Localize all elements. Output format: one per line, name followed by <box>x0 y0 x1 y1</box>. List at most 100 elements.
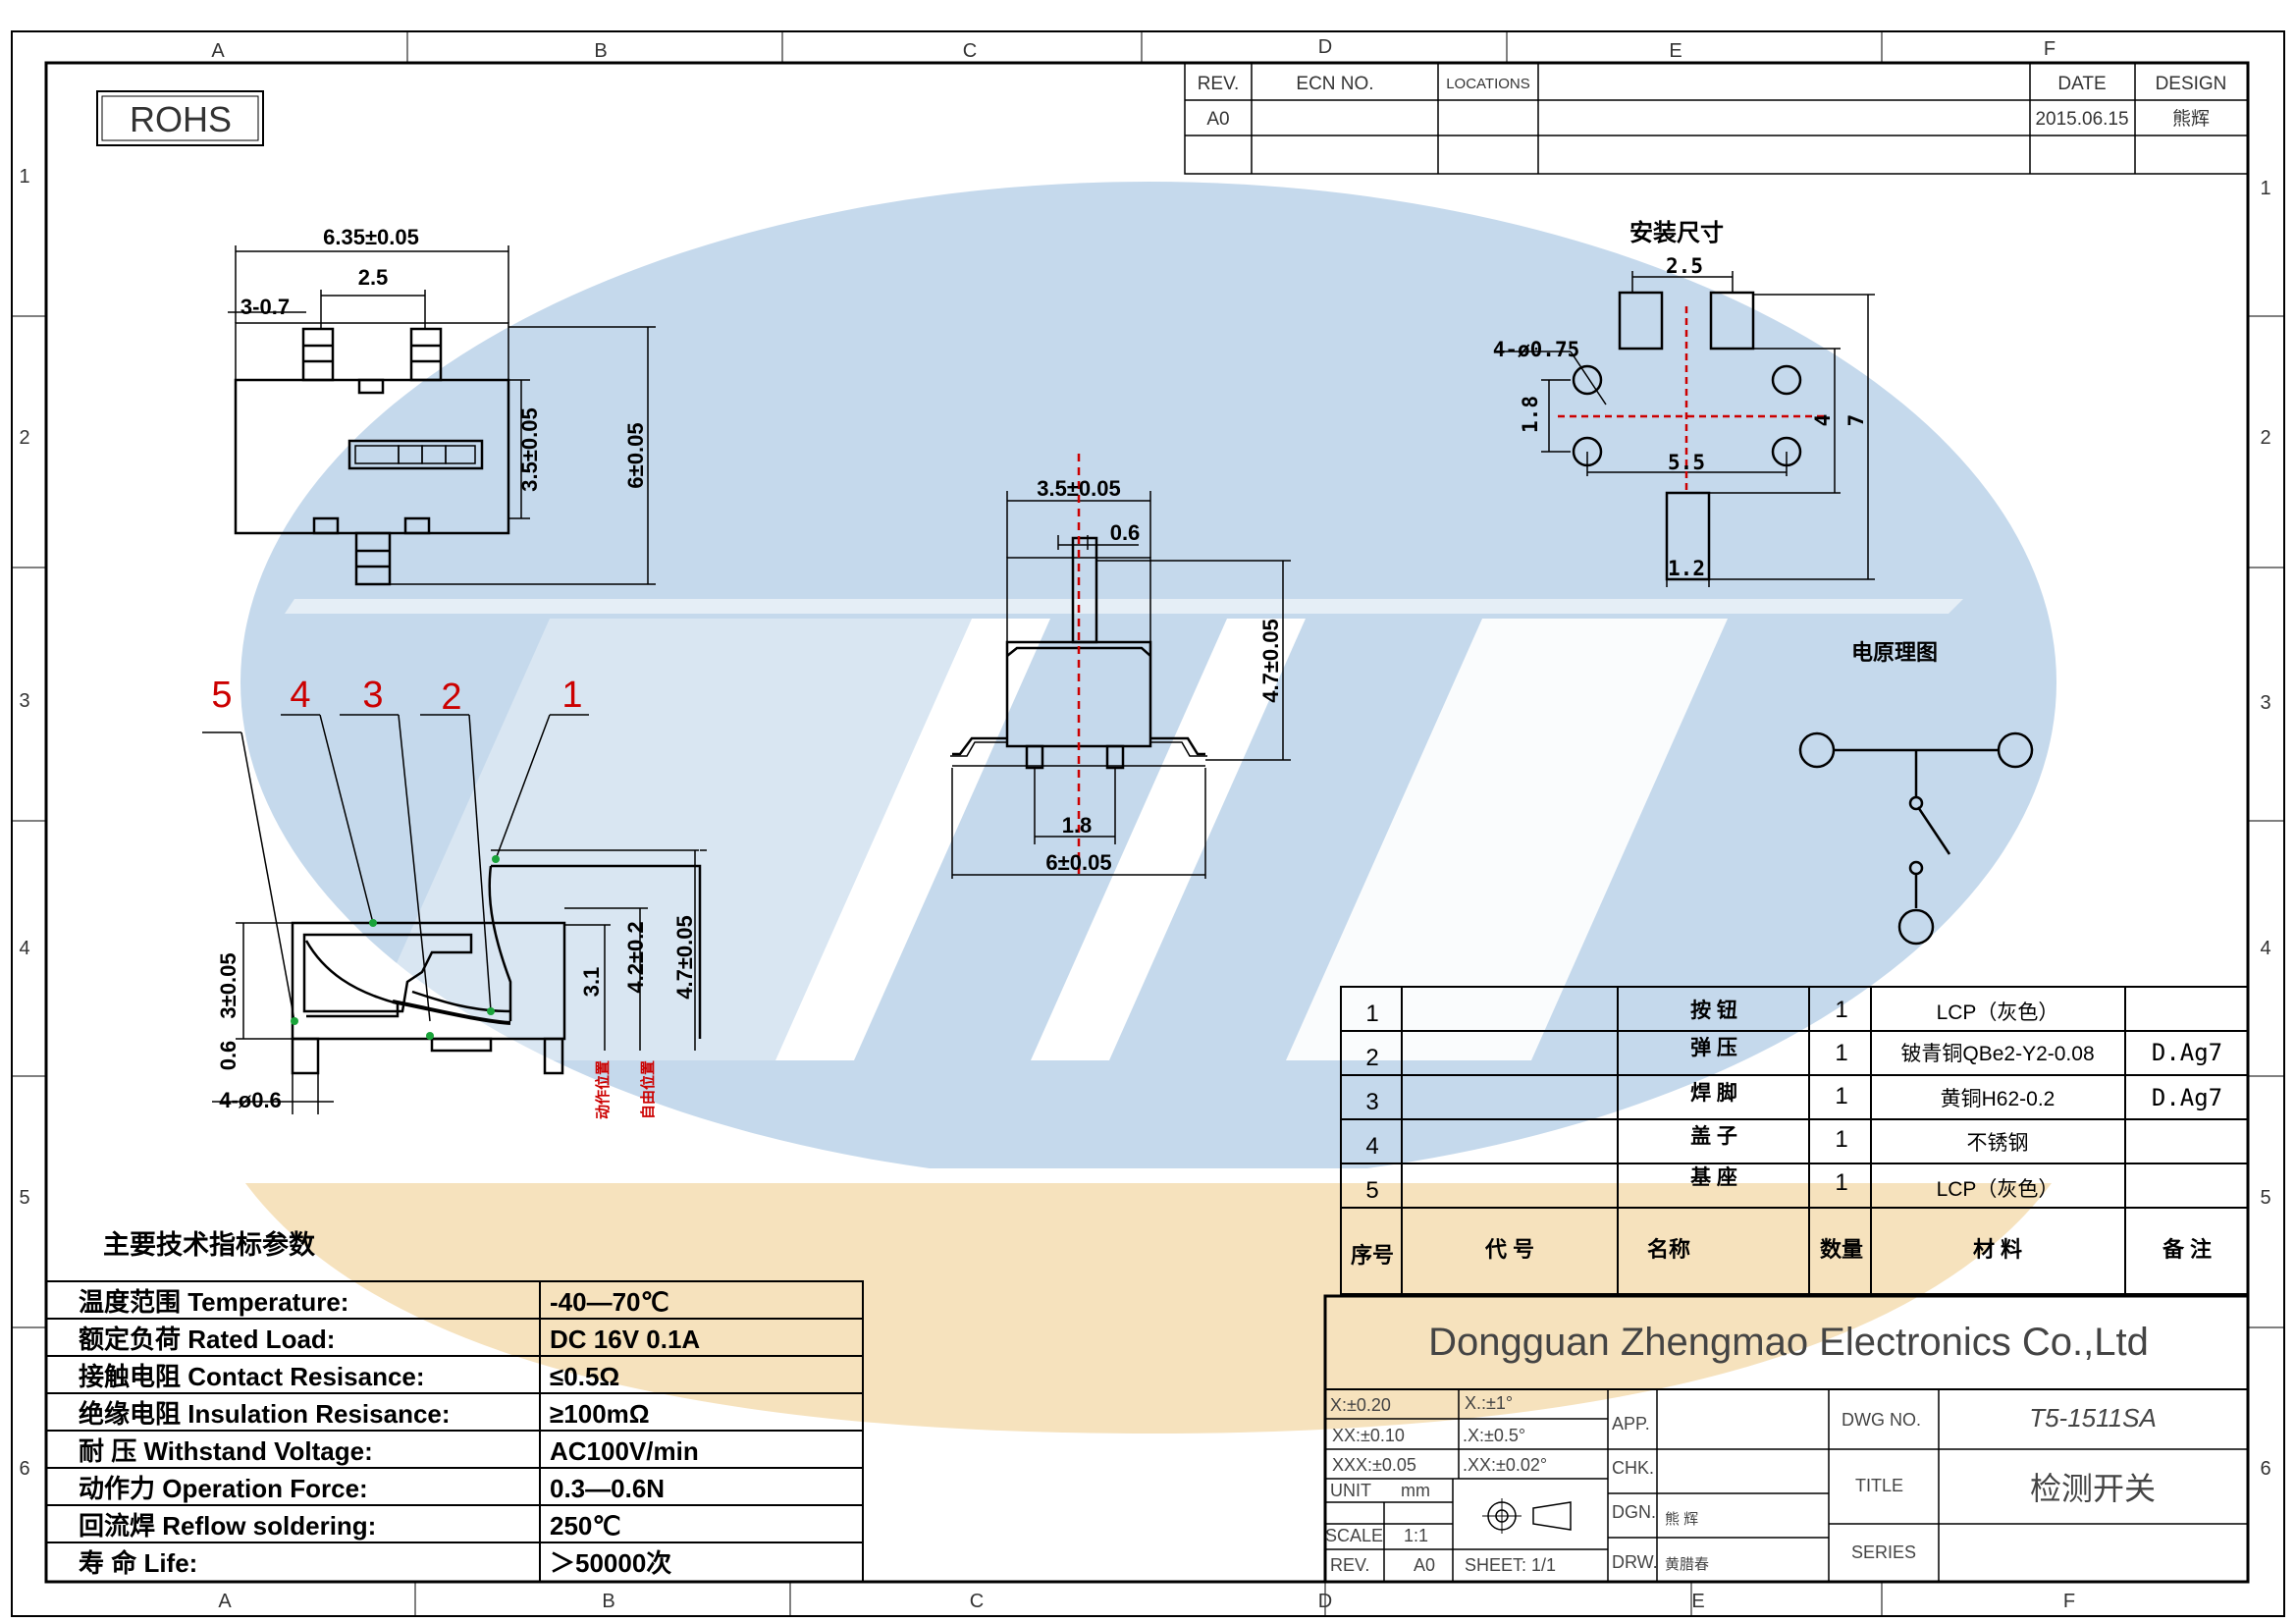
schematic: 电原理图 <box>1798 640 2034 946</box>
bom-name: 基 座 <box>1690 1165 1737 1189</box>
bom-qty: 1 <box>1835 1040 1847 1066</box>
bom-qty: 1 <box>1835 997 1847 1023</box>
dim-slot: 3-0.7 <box>240 295 290 319</box>
bom-material: LCP（灰色） <box>1937 1178 2059 1201</box>
row-label-right: 2 <box>2260 427 2270 449</box>
spec-label: 耐 压 Withstand Voltage: <box>79 1436 373 1466</box>
spec-value: -40—70℃ <box>550 1287 669 1317</box>
section-callouts: 5 4 3 2 1 <box>211 675 582 718</box>
unit-label: UNIT <box>1330 1481 1371 1500</box>
col-label-bottom: B <box>602 1591 614 1612</box>
col-label-top: E <box>1669 40 1682 62</box>
rohs-mark: ROHS <box>96 90 264 146</box>
col-label-bottom: A <box>218 1591 232 1612</box>
mount-dim-4: 4 <box>1811 414 1835 427</box>
section-dims: 0.6 3±0.05 3.1 4.2±0.2 4.7±0.05 4-ø0.6 <box>216 915 697 1112</box>
side-view <box>950 454 1291 879</box>
row-label-left: 4 <box>19 938 29 959</box>
scale-value: 1:1 <box>1404 1526 1428 1545</box>
callout-4: 4 <box>290 675 310 716</box>
bom-name: 弹 压 <box>1690 1036 1737 1059</box>
dim-4-7: 4.7±0.05 <box>672 915 697 999</box>
row-label-right: 1 <box>2260 178 2270 199</box>
spec-value: ≥100mΩ <box>550 1399 650 1429</box>
frame-labels: A B C D E F A B C D E F 1 2 3 4 5 6 1 2 … <box>19 36 2270 1612</box>
dim-overall-height: 4.7±0.05 <box>1258 619 1283 702</box>
bom-remark: D.Ag7 <box>2152 1084 2222 1111</box>
dgn-label: DGN. <box>1612 1502 1656 1522</box>
spec-label: 回流焊 Reflow soldering: <box>79 1511 376 1541</box>
tol-ang-xxx: .XX:±0.02° <box>1463 1455 1547 1475</box>
drawing-number: T5-1511SA <box>2029 1403 2157 1433</box>
callout-1: 1 <box>561 675 582 716</box>
row-label-left: 5 <box>19 1187 29 1209</box>
drawing-title: 检测开关 <box>2030 1471 2156 1506</box>
bom-name: 盖 子 <box>1690 1124 1737 1148</box>
bom-table: 1 2 3 4 5 按 钮 弹 压 焊 脚 盖 子 基 座 1 1 1 1 1 … <box>1340 986 2249 1295</box>
unit-value: mm <box>1401 1481 1430 1500</box>
bom-header-qty: 数量 <box>1820 1237 1863 1262</box>
bom-name: 焊 脚 <box>1690 1081 1737 1105</box>
bom-name: 按 钮 <box>1690 999 1737 1022</box>
rev-label: REV. <box>1330 1555 1369 1575</box>
title-label: TITLE <box>1855 1476 1903 1495</box>
drw-name: 黄腊春 <box>1665 1556 1709 1573</box>
top-view-dims: 6.35±0.05 2.5 3-0.7 3.5±0.05 6±0.05 <box>240 225 648 492</box>
dim-3-1: 3.1 <box>579 967 604 998</box>
row-label-right: 5 <box>2260 1187 2270 1209</box>
ecn-header: ECN NO. <box>1296 74 1373 94</box>
tol-xx: XX:±0.10 <box>1332 1426 1405 1445</box>
rev-value: A0 <box>1206 109 1229 130</box>
app-label: APP. <box>1612 1414 1650 1434</box>
row-label-left: 6 <box>19 1458 29 1480</box>
drw-label: DRW. <box>1612 1552 1658 1572</box>
bom-material: 铍青铜QBe2-Y2-0.08 <box>1900 1043 2094 1065</box>
spec-value: AC100V/min <box>550 1436 699 1466</box>
design-header: DESIGN <box>2156 74 2227 94</box>
row-label-left: 1 <box>19 166 29 188</box>
col-label-top: B <box>594 40 607 62</box>
specs-title: 主要技术指标参数 <box>103 1229 316 1260</box>
spec-value: ≤0.5Ω <box>550 1362 619 1391</box>
state-free: 自由位置 <box>639 1060 657 1119</box>
dim-total-height: 6±0.05 <box>623 422 648 488</box>
mount-dim-hole: 4-ø0.75 <box>1493 338 1580 361</box>
top-view <box>228 245 656 586</box>
rev-value: A0 <box>1414 1555 1435 1575</box>
design-value: 熊辉 <box>2172 108 2210 130</box>
callout-3: 3 <box>362 675 383 716</box>
spec-label: 额定负荷 Rated Load: <box>79 1325 335 1354</box>
bom-no: 2 <box>1365 1045 1378 1071</box>
mount-dim-vpitch: 1.8 <box>1519 396 1542 433</box>
drawing-frame <box>11 30 2285 1617</box>
bom-material: LCP（灰色） <box>1937 1001 2059 1024</box>
col-label-top: D <box>1318 36 1332 58</box>
bom-material: 黄铜H62-0.2 <box>1941 1088 2056 1110</box>
bom-no: 5 <box>1365 1177 1378 1204</box>
col-label-bottom: F <box>2063 1591 2075 1612</box>
date-header: DATE <box>2057 74 2106 94</box>
tol-x: X:±0.20 <box>1330 1395 1391 1415</box>
locations-header: LOCATIONS <box>1446 76 1530 92</box>
dim-pin-dia: 4-ø0.6 <box>219 1088 282 1112</box>
dim-actuator-width: 0.6 <box>1110 520 1141 545</box>
company-name: Dongguan Zhengmao Electronics Co.,Ltd <box>1428 1321 2149 1364</box>
bom-qty: 1 <box>1835 1169 1847 1196</box>
bom-header-remark: 备 注 <box>2162 1237 2212 1262</box>
dim-body-height: 3.5±0.05 <box>517 407 542 491</box>
series-label: SERIES <box>1851 1542 1916 1562</box>
watermark-logo <box>240 182 2056 1434</box>
mount-dim-7: 7 <box>1844 414 1868 427</box>
bom-no: 1 <box>1365 1001 1378 1027</box>
spec-label: 寿 命 Life: <box>79 1548 197 1578</box>
row-label-left: 3 <box>19 690 29 712</box>
dim-overall-width: 6±0.05 <box>1045 850 1111 875</box>
bom-no: 3 <box>1365 1089 1378 1115</box>
bom-material: 不锈钢 <box>1967 1132 2029 1155</box>
schematic-title: 电原理图 <box>1851 640 1938 665</box>
dim-4-2: 4.2±0.2 <box>623 921 648 993</box>
spec-label: 绝缘电阻 Insulation Resisance: <box>79 1399 451 1429</box>
dim-pin-pitch: 1.8 <box>1062 813 1093 838</box>
sheet-label: SHEET: 1/1 <box>1465 1555 1556 1575</box>
dim-base-height: 3±0.05 <box>216 952 240 1018</box>
